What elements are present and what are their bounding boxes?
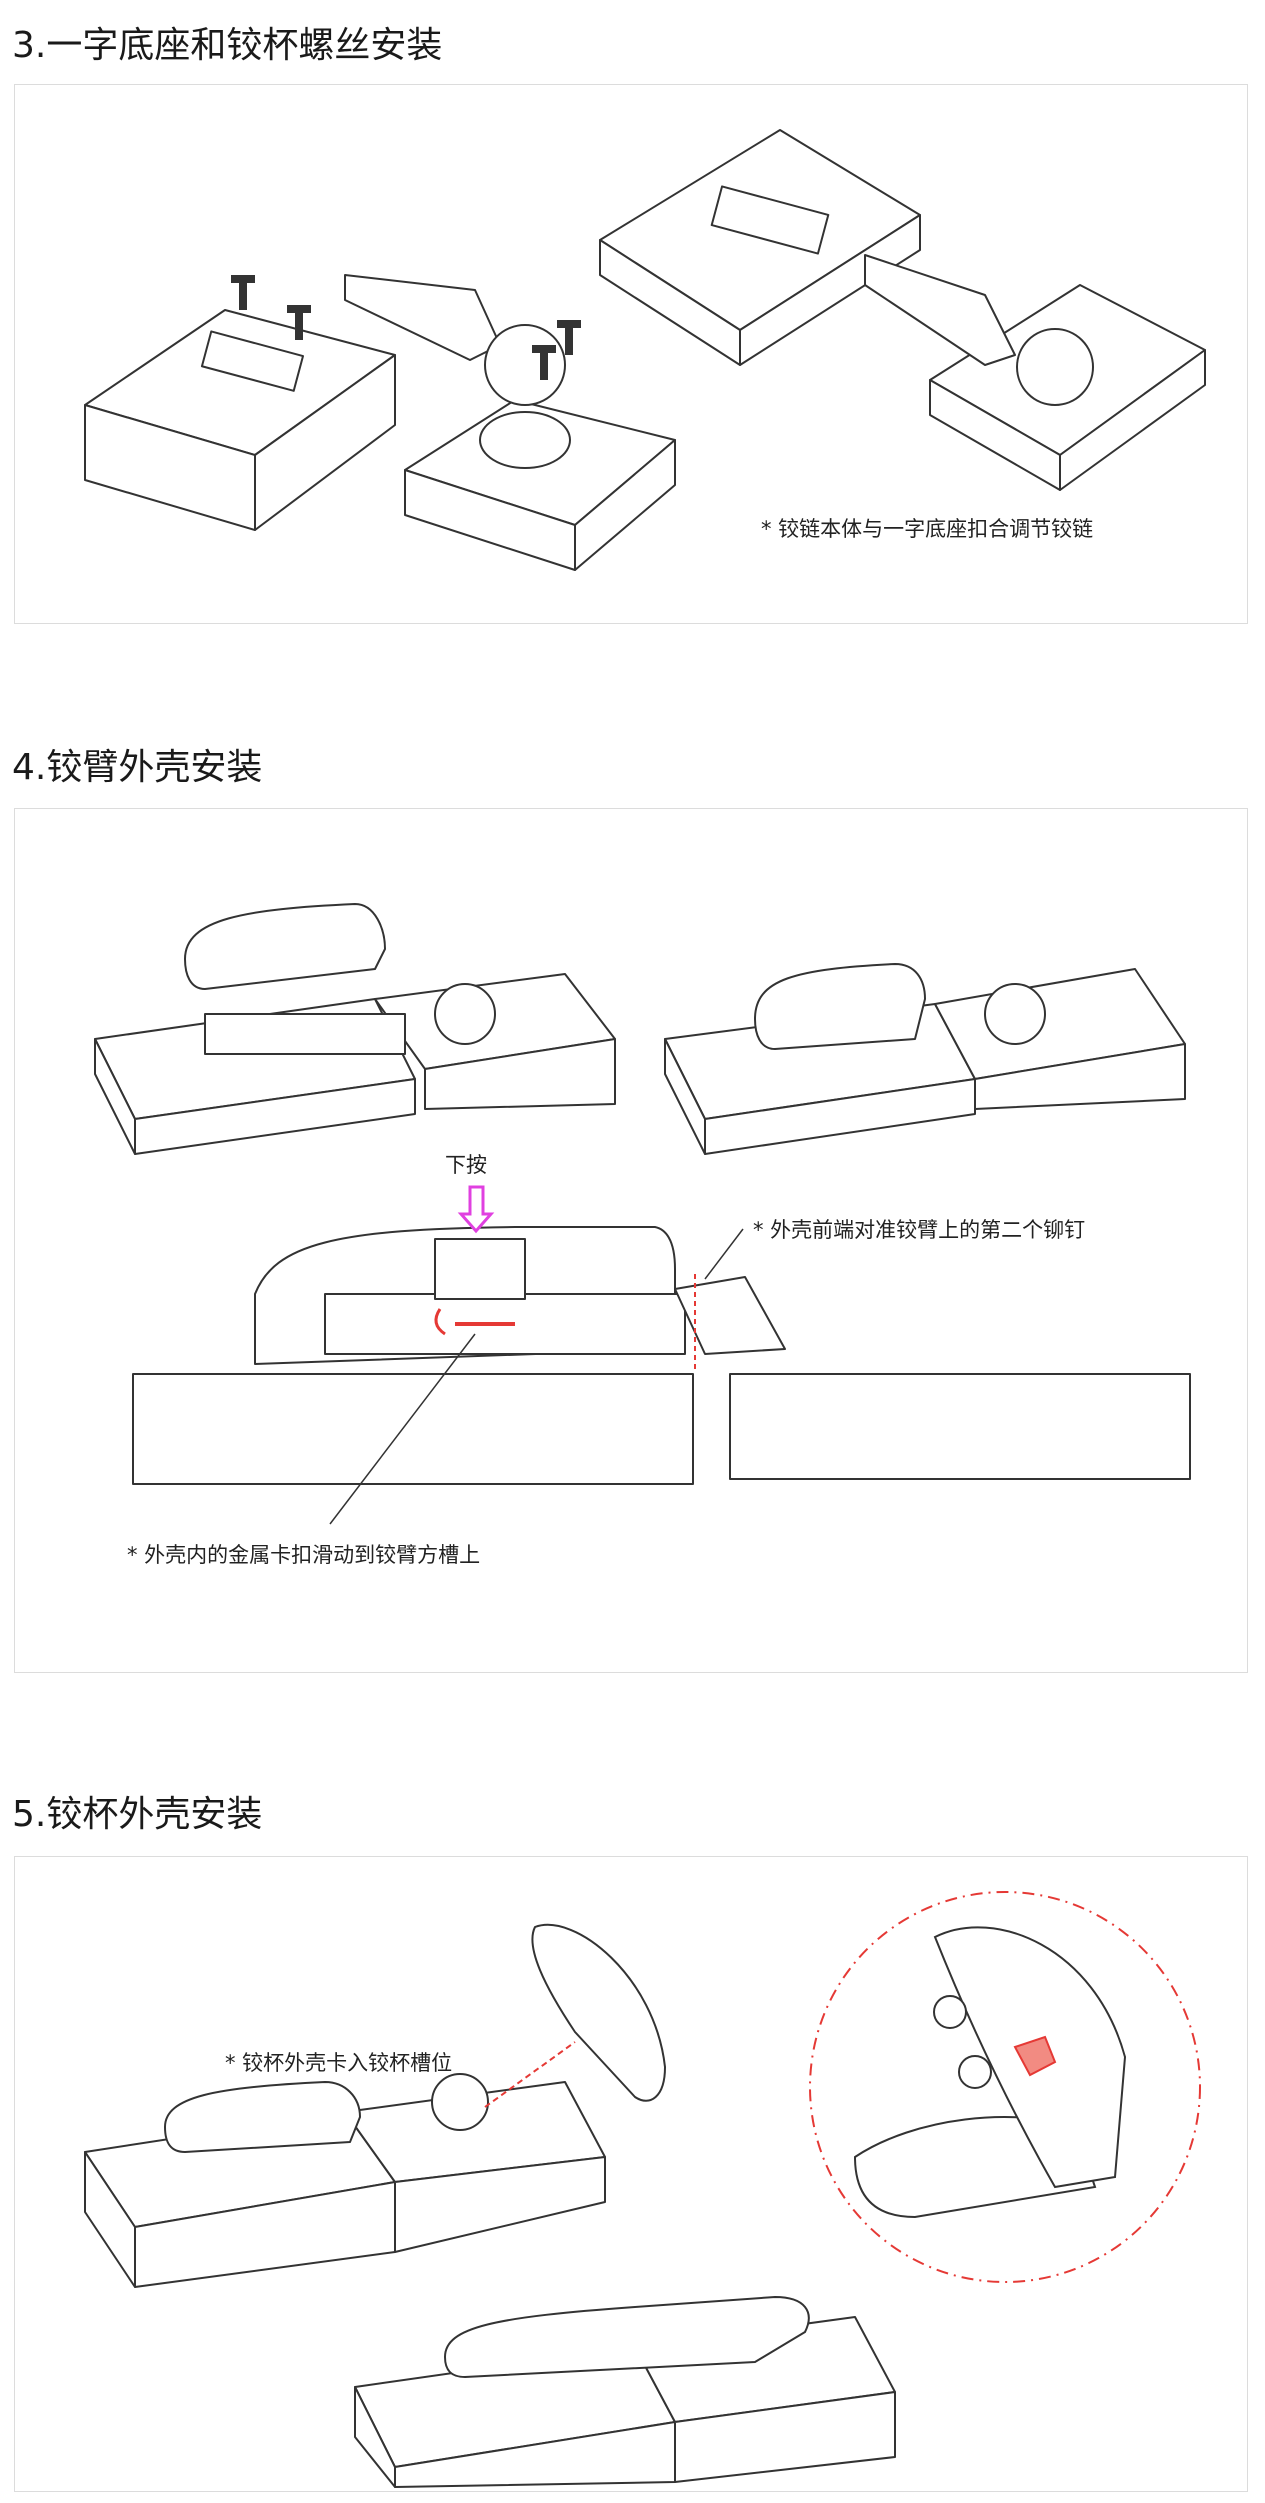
section-5-title: 5.铰杯外壳安装 [12,1794,263,1835]
detail-left-board [132,1373,694,1485]
mounting-plate-right [710,185,830,255]
hinge-arm-exposed [204,1013,406,1055]
note-front-align: * 外壳前端对准铰臂上的第二个铆钉 [753,1218,1086,1242]
section-4-illustration [94,903,1191,1525]
hinge-cup-left [484,324,566,406]
zoom-clip-highlight [1013,2035,1057,2077]
hinge-arm-left [344,274,501,361]
section-5-panel: * 铰杯外壳卡入铰杯槽位 [14,1856,1248,2492]
leader-line-front [704,1228,744,1280]
clip-accent-left [434,1308,446,1336]
detail-right-board [729,1373,1191,1480]
section-3-illustration [84,129,1206,571]
detail-clip-zone [434,1238,526,1300]
cup-cover-installed [444,2296,810,2378]
section-3-panel: * 铰链本体与一字底座扣合调节铰链 [14,84,1248,624]
insertion-dashed-line [484,2041,576,2108]
cup-hole [479,411,571,469]
cup-cover-floating [531,1924,666,2102]
arm-cover-installed [164,2081,361,2153]
press-down-label: 下按 [445,1153,487,1177]
note-metal-clip: * 外壳内的金属卡扣滑动到铰臂方槽上 [127,1543,481,1567]
zoom-screw-a [933,1995,967,2029]
cup-a [431,2073,489,2131]
mounting-plate-left [200,330,305,392]
section-4-title: 4.铰臂外壳安装 [12,747,263,788]
section-3-title: 3.一字底座和铰杯螺丝安装 [12,25,443,66]
leader-line-clip [329,1333,476,1525]
note-cup-cover-slot: * 铰杯外壳卡入铰杯槽位 [225,2051,453,2075]
arm-cover-installed [754,963,926,1050]
section-5-illustration [84,1891,1201,2488]
left-block-side [254,354,396,531]
note-hinge-body-clip: * 铰链本体与一字底座扣合调节铰链 [761,517,1094,541]
hinge-cup-right [1016,328,1094,406]
zoom-screw-b [958,2055,992,2089]
section-4-panel: 下按 * 外壳前端对准铰臂上的第二个铆钉 * 外壳内的金属卡扣滑动到铰臂方槽上 [14,808,1248,1673]
hinge-cup-b [984,983,1046,1045]
hinge-cup-a [434,983,496,1045]
arm-cover-floating [184,903,386,990]
detail-hinge-link [674,1276,786,1355]
left-pair-block-a-front [134,1078,416,1155]
press-arrow-icon [457,1185,495,1234]
hinge-arm-right [864,254,1016,366]
screws [231,275,581,380]
